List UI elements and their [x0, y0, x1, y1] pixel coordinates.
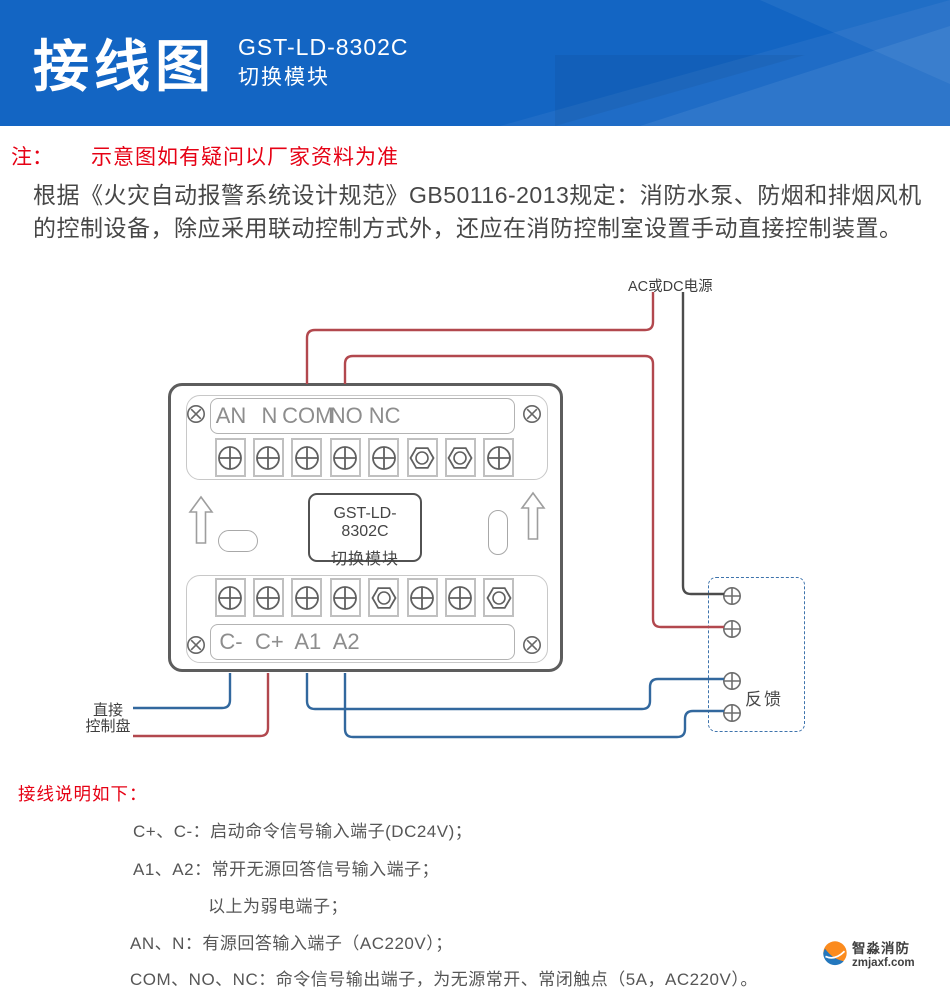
note-label: 注：	[11, 146, 53, 169]
phillips-screw-terminal-8	[483, 438, 515, 477]
wiring-note-line-1: C+、C-：启动命令信号输入端子(DC24V)；	[133, 822, 473, 841]
phillips-screw-terminal-1	[214, 438, 246, 477]
logo-text: 智淼消防 zmjaxf.com	[852, 937, 915, 969]
phillips-screw-terminal-6	[406, 578, 438, 617]
hex-nut-terminal-8	[483, 578, 515, 617]
wiring-notes-section: 接线说明如下： C+、C-：启动命令信号输入端子(DC24V)； A1、A2：常开…	[0, 760, 950, 996]
feedback-terminal-screw-4	[722, 703, 742, 723]
phillips-screw-terminal-5	[368, 438, 400, 477]
direct-control-panel-label: 直接 控制盘	[83, 703, 133, 735]
mounting-screw-icon	[522, 404, 542, 424]
terminal-label-a1: A1	[294, 629, 322, 654]
phillips-screw-terminal-4	[329, 578, 361, 617]
hex-nut-terminal-7	[444, 438, 476, 477]
phillips-screw-terminal-3	[291, 438, 323, 477]
feedback-device-box: 反馈	[708, 577, 805, 732]
module-slot-vertical	[488, 510, 508, 555]
logo-company-name: 智淼消防	[852, 941, 910, 956]
wire-a2-to-feedback-4	[343, 673, 724, 739]
hex-nut-terminal-5	[368, 578, 400, 617]
terminal-label-a2: A2	[332, 629, 360, 654]
wire-power-to-feedback-1	[681, 292, 724, 596]
terminal-label-com: COM	[282, 403, 334, 428]
wiring-note-line-3: 以上为弱电端子；	[208, 897, 348, 916]
module-nameplate-type: 切换模块	[330, 551, 399, 568]
bottom-terminal-label-strip: C- C+ A1 A2	[210, 624, 515, 660]
feedback-terminal-screw-3	[722, 671, 742, 691]
mounting-screw-icon	[186, 404, 206, 424]
wiring-notes-title: 接线说明如下：	[18, 784, 148, 804]
terminal-label-n: N	[261, 403, 278, 428]
hex-nut-terminal-6	[406, 438, 438, 477]
intro-paragraph-line-2: 的控制设备，除应采用联动控制方式外，还应在消防控制室设置手动直接控制装置。	[33, 215, 903, 241]
wire-a1-to-feedback-3	[305, 673, 724, 711]
phillips-screw-terminal-4	[329, 438, 361, 477]
wire-cminus-to-direct-panel	[133, 673, 232, 710]
header-model-number: GST-LD-8302C	[238, 34, 409, 60]
feedback-label: 反馈	[745, 690, 783, 709]
terminal-label-an: AN	[215, 403, 247, 428]
module-nameplate-model: GST-LD-8302C	[333, 505, 397, 540]
power-source-label: AC或DC电源	[628, 279, 713, 295]
module-nameplate: GST-LD-8302C 切换模块	[308, 493, 422, 568]
wiring-note-line-4: AN、N：有源回答输入端子（AC220V）；	[130, 934, 453, 953]
note-text: 示意图如有疑问以厂家资料为准	[91, 146, 399, 169]
phillips-screw-terminal-2	[252, 578, 284, 617]
header-product-name: 切换模块	[238, 66, 330, 89]
site-logo: 智淼消防 zmjaxf.com	[822, 937, 915, 969]
up-arrow-icon	[188, 495, 214, 545]
phillips-screw-terminal-3	[291, 578, 323, 617]
module-slot	[218, 530, 258, 552]
terminal-label-nc: NC	[368, 403, 401, 428]
intro-paragraph-line-1: 根据《火灾自动报警系统设计规范》GB50116-2013规定：消防水泵、防烟和排…	[33, 182, 922, 208]
terminal-label-cminus: C-	[219, 629, 243, 654]
phillips-screw-terminal-2	[252, 438, 284, 477]
feedback-terminal-screw-2	[722, 619, 742, 639]
logo-website: zmjaxf.com	[852, 957, 915, 969]
phillips-screw-terminal-1	[214, 578, 246, 617]
terminal-label-cplus: C+	[255, 629, 284, 654]
note-row: 注： 示意图如有疑问以厂家资料为准	[11, 141, 399, 171]
wire-cplus-to-direct-panel	[133, 673, 270, 738]
page-title: 接线图	[33, 35, 216, 98]
direct-control-panel-label-line1: 直接	[92, 702, 123, 719]
direct-control-panel-label-line2: 控制盘	[85, 718, 131, 735]
wire-power-to-com	[305, 292, 655, 384]
wiring-note-line-2: A1、A2：常开无源回答信号输入端子；	[133, 860, 440, 879]
phillips-screw-terminal-7	[444, 578, 476, 617]
feedback-terminal-screw-1	[722, 586, 742, 606]
logo-icon	[823, 941, 847, 966]
up-arrow-icon	[520, 491, 546, 541]
mounting-screw-icon	[522, 635, 542, 655]
wiring-note-line-5: COM、NO、NC：命令信号输出端子，为无源常开、常闭触点（5A，AC220V）…	[130, 970, 758, 989]
header-banner: 接线图 GST-LD-8302C 切换模块	[0, 0, 950, 126]
mounting-screw-icon	[186, 635, 206, 655]
